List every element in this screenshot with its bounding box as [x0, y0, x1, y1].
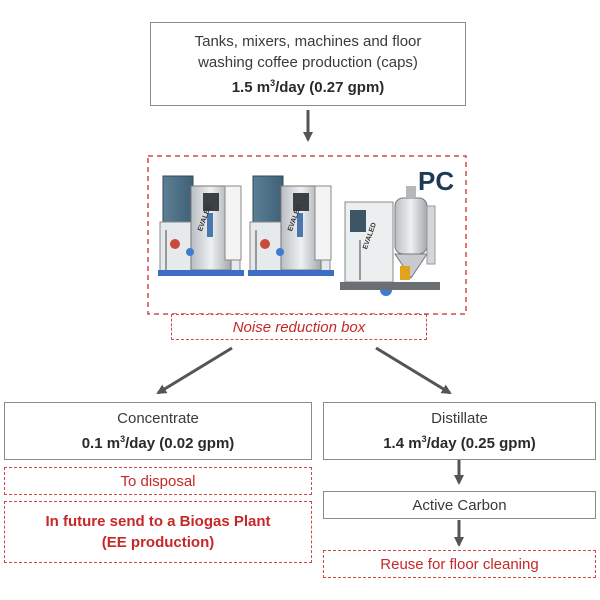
reuse-box: Reuse for floor cleaning [323, 550, 596, 578]
source-line-1: Tanks, mixers, machines and floor [194, 32, 422, 50]
evaporator-machine-2 [248, 175, 334, 276]
concentrate-box: Concentrate 0.1 m3/day (0.02 gpm) [4, 402, 312, 460]
source-flow: 1.5 m3/day (0.27 gpm) [231, 77, 385, 96]
active-carbon-label: Active Carbon [412, 496, 507, 514]
distillate-title: Distillate [431, 410, 488, 427]
biogas-line-2: (EE production) [101, 534, 215, 551]
concentrate-title: Concentrate [117, 410, 199, 427]
source-line-2: washing coffee production (caps) [198, 53, 418, 71]
evaporator-machine-3 [340, 186, 440, 296]
reuse-label: Reuse for floor cleaning [380, 555, 539, 573]
noise-reduction-label: Noise reduction box [232, 318, 366, 336]
concentrate-flow: 0.1 m3/day (0.02 gpm) [81, 434, 235, 452]
evaporator-machine-1 [158, 175, 244, 276]
source-box: Tanks, mixers, machines and floor washin… [150, 22, 466, 106]
noise-reduction-box: Noise reduction box [171, 314, 427, 340]
distillate-box: Distillate 1.4 m3/day (0.25 gpm) [323, 402, 596, 460]
distillate-flow: 1.4 m3/day (0.25 gpm) [383, 434, 536, 452]
arrow-unit-to-distillate [375, 346, 452, 395]
arrow-unit-to-concentrate [156, 346, 233, 395]
unit-pc-label: PC [418, 166, 455, 196]
to-disposal-label: To disposal [120, 472, 196, 490]
biogas-line-1: In future send to a Biogas Plant [45, 513, 271, 530]
biogas-future-box: In future send to a Biogas Plant (EE pro… [4, 501, 312, 563]
active-carbon-box: Active Carbon [323, 491, 596, 519]
to-disposal-box: To disposal [4, 467, 312, 495]
